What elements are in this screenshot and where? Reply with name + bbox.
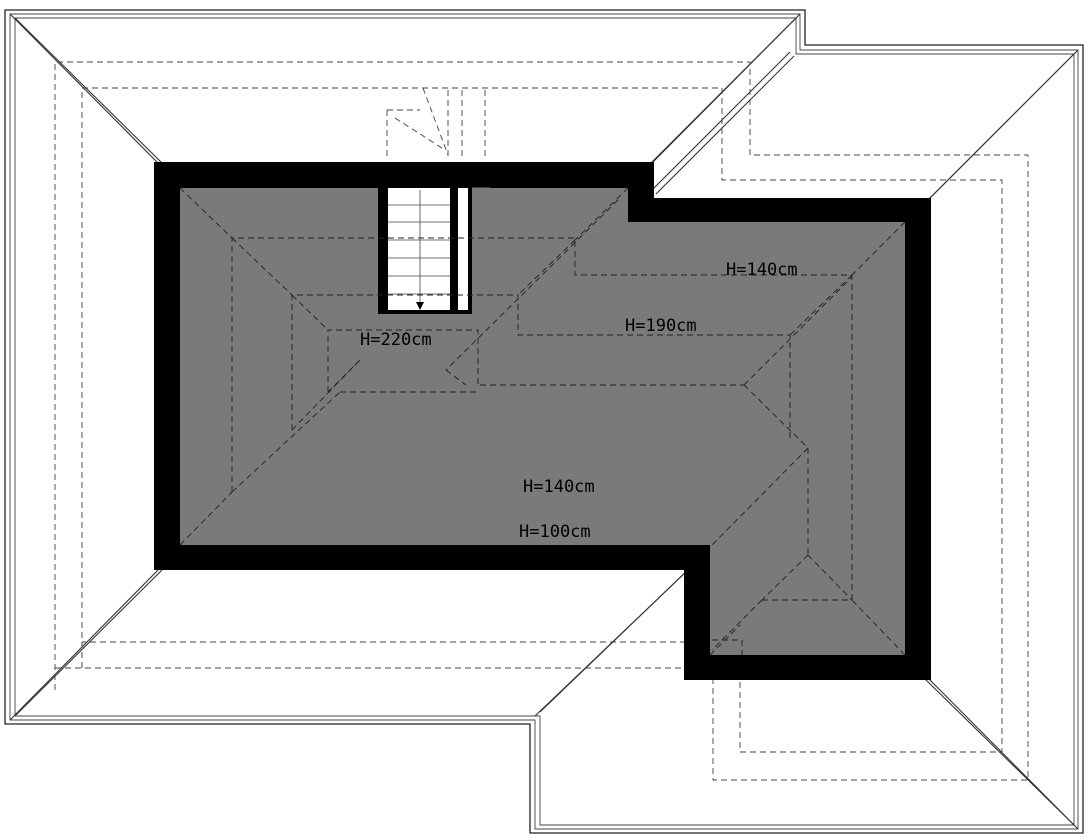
height-labels: H=140cm H=190cm H=220cm H=140cm H=100cm [360, 260, 798, 542]
height-label-upper-right: H=140cm [726, 260, 798, 280]
stair-outline-dashed [386, 87, 486, 160]
interior-roof-lines [179, 187, 906, 656]
staircase [378, 186, 490, 314]
height-label-bottom: H=100cm [519, 522, 591, 542]
attic-floor-area [180, 188, 905, 655]
outer-dashed-lines [54, 61, 1029, 781]
height-label-stair-landing: H=220cm [360, 330, 432, 350]
height-label-upper-middle: H=190cm [625, 316, 697, 336]
exterior-walls [154, 162, 931, 680]
roof-hip-lines [9, 13, 1079, 830]
height-label-center: H=140cm [523, 477, 595, 497]
